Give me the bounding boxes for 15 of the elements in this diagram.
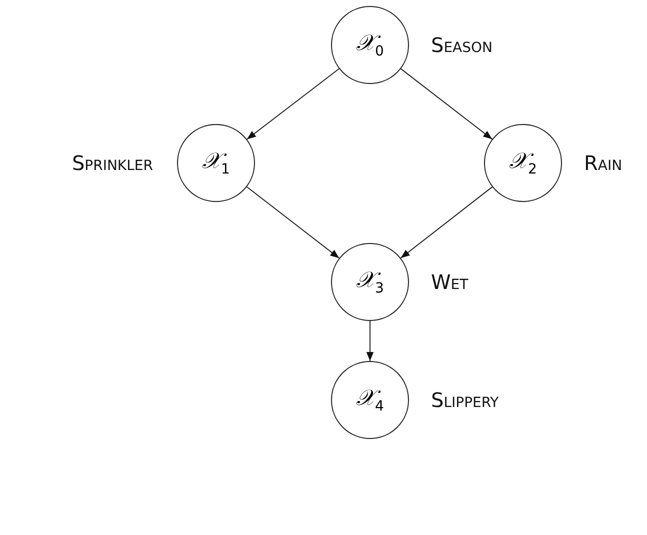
variable-label: 𝒳$_{4}$ <box>356 386 384 414</box>
arrow <box>366 320 374 362</box>
node-caption: Season <box>431 33 492 57</box>
variable-label: 𝒳$_{0}$ <box>356 30 384 60</box>
arrow <box>400 186 493 259</box>
variable-label: 𝒳$_{2}$ <box>509 148 537 178</box>
node-caption: Wet <box>431 270 468 294</box>
variable-label: 𝒳$_{3}$ <box>356 268 384 296</box>
node-caption: Slippery <box>431 388 499 412</box>
variable-label: 𝒳$_{1}$ <box>202 148 230 178</box>
node-caption: Sprinkler <box>72 151 153 175</box>
arrow <box>246 68 340 140</box>
node-caption: Rain <box>584 151 622 175</box>
arrow <box>400 68 493 140</box>
arrow <box>246 186 340 259</box>
